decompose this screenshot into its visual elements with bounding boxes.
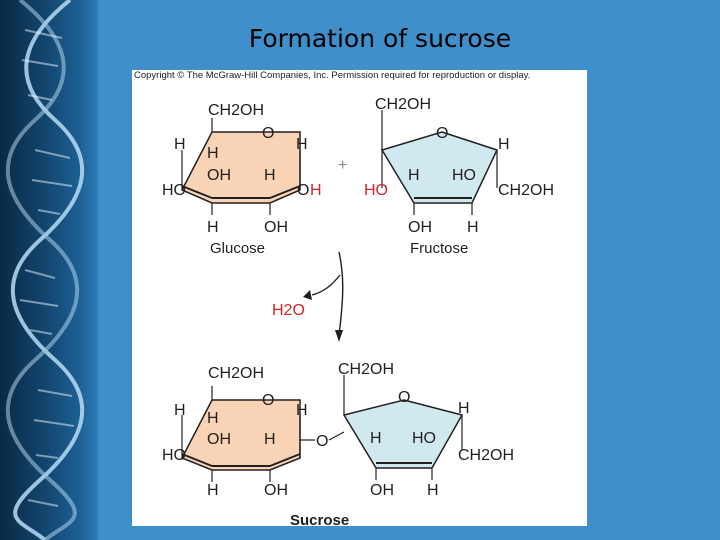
glucose-c2-h-label: H	[264, 167, 276, 184]
sucrose-glucose-c1-h-label: H	[296, 402, 308, 419]
dna-helix-decoration	[0, 0, 98, 540]
sucrose-fructose-c3-ho-label: HO	[412, 430, 436, 447]
glucose-ch2oh-label: CH2OH	[208, 102, 264, 119]
sucrose-fructose-c5-h-label: H	[458, 400, 470, 417]
fructose-c5-ch2oh-label: CH2OH	[498, 182, 554, 199]
slide-title: Formation of sucrose	[248, 24, 512, 53]
copyright-notice: Copyright © The McGraw-Hill Companies, I…	[134, 70, 531, 81]
sucrose-glucose-ring-o-label: O	[262, 392, 274, 409]
glucose-c1-oh-h-label: H	[310, 182, 322, 199]
sucrose-formation-figure: Copyright © The McGraw-Hill Companies, I…	[132, 70, 587, 526]
sucrose-name-label: Sucrose	[290, 512, 349, 526]
sucrose-fructose-h-label: H	[427, 482, 439, 499]
glucose-c4-oh-label: OH	[207, 167, 231, 184]
fructose-c3-h-top-label: H	[408, 167, 420, 184]
glucose-c4-h-in-label: H	[207, 145, 219, 162]
fructose-c4-h-label: H	[467, 219, 479, 236]
sucrose-glucose-c4-h-label: H	[207, 482, 219, 499]
plus-sign: +	[338, 157, 347, 174]
sucrose-glucose-c3-oh-label: OH	[207, 431, 231, 448]
glucose-name-label: Glucose	[210, 240, 265, 257]
glucose-c1-oh-o-label: O	[297, 182, 309, 199]
glucose-c1-h-label: H	[296, 136, 308, 153]
glucose-c3-h-label: H	[207, 219, 219, 236]
sucrose-fructose-ch2oh-bottom-label: CH2OH	[458, 447, 514, 464]
fructose-ch2oh-top-label: CH2OH	[375, 96, 431, 113]
sucrose-fructose-ring-o-label: O	[398, 389, 410, 406]
sucrose-glucose-c3-h-label: H	[264, 431, 276, 448]
reaction-diagram: CH2OH O H H H OH H HO O H H OH Glucose +…	[162, 96, 554, 526]
sucrose-glucose-c4-ho-label: HO	[162, 447, 186, 464]
fructose-c3-ho-label: HO	[452, 167, 476, 184]
sucrose-fructose-c3-h-label: H	[370, 430, 382, 447]
fructose-c5-h-label: H	[498, 136, 510, 153]
sucrose-glucose-c5-h-label: H	[174, 402, 186, 419]
water-label: H2O	[272, 302, 305, 319]
sucrose-fructose-oh-label: OH	[370, 482, 394, 499]
sucrose-link-o-label: O	[316, 433, 328, 450]
fructose-c2-ho-label: HO	[364, 182, 388, 199]
sucrose-glucose-c4-h-in-label: H	[207, 410, 219, 427]
glucose-c2-oh-label: OH	[264, 219, 288, 236]
sucrose-glucose-ch2oh-label: CH2OH	[208, 365, 264, 382]
glucose-c5-h-label: H	[174, 136, 186, 153]
sucrose-fructose-ch2oh-label: CH2OH	[338, 361, 394, 378]
fructose-c3-oh-label: OH	[408, 219, 432, 236]
sucrose-fructose-ring	[342, 399, 464, 469]
fructose-name-label: Fructose	[410, 240, 468, 257]
fructose-ring	[380, 131, 499, 204]
glucose-ring-o-label: O	[262, 125, 274, 142]
sucrose-glucose-ring	[180, 399, 301, 471]
sucrose-glucose-c2-oh-label: OH	[264, 482, 288, 499]
fructose-ring-o-label: O	[436, 125, 448, 142]
glucose-c4-ho-label: HO	[162, 182, 186, 199]
